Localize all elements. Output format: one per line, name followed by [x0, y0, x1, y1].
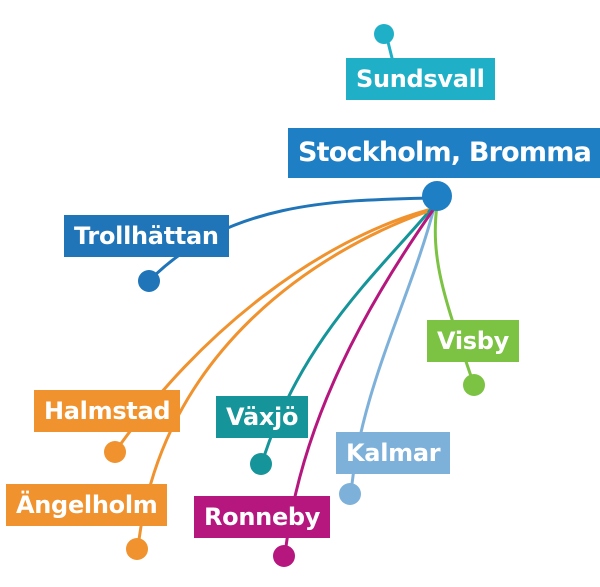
city-label-text-angelholm: Ängelholm	[16, 491, 158, 519]
city-dot-sundsvall	[374, 24, 394, 44]
route-line-angelholm	[136, 210, 428, 550]
city-label-text-halmstad: Halmstad	[44, 397, 171, 425]
city-label-kalmar: Kalmar	[336, 432, 451, 474]
city-dot-vaxjo	[250, 453, 272, 475]
city-label-vaxjo: Växjö	[216, 396, 309, 438]
city-label-text-trollhattan: Trollhättan	[74, 222, 219, 250]
city-label-sundsvall: Sundsvall	[346, 58, 495, 100]
city-label-halmstad: Halmstad	[34, 390, 181, 432]
city-dot-visby	[463, 374, 485, 396]
city-label-angelholm: Ängelholm	[6, 484, 168, 526]
city-label-text-vaxjo: Växjö	[226, 403, 299, 431]
city-dot-trollhattan	[138, 270, 160, 292]
hub-label-text: Stockholm, Bromma	[298, 137, 592, 168]
hub-dot-stockholm-bromma	[422, 181, 452, 211]
city-label-text-visby: Visby	[437, 327, 509, 355]
city-dot-ronneby	[273, 545, 295, 567]
city-dot-halmstad	[104, 441, 126, 463]
city-label-visby: Visby	[427, 320, 519, 362]
hub-label-stockholm-bromma: Stockholm, Bromma	[288, 128, 600, 178]
city-label-trollhattan: Trollhättan	[64, 215, 229, 257]
city-label-text-sundsvall: Sundsvall	[356, 65, 485, 93]
city-dot-angelholm	[126, 538, 148, 560]
city-label-ronneby: Ronneby	[194, 496, 331, 538]
city-dot-kalmar	[339, 483, 361, 505]
city-label-text-kalmar: Kalmar	[346, 439, 441, 467]
city-label-text-ronneby: Ronneby	[204, 503, 321, 531]
